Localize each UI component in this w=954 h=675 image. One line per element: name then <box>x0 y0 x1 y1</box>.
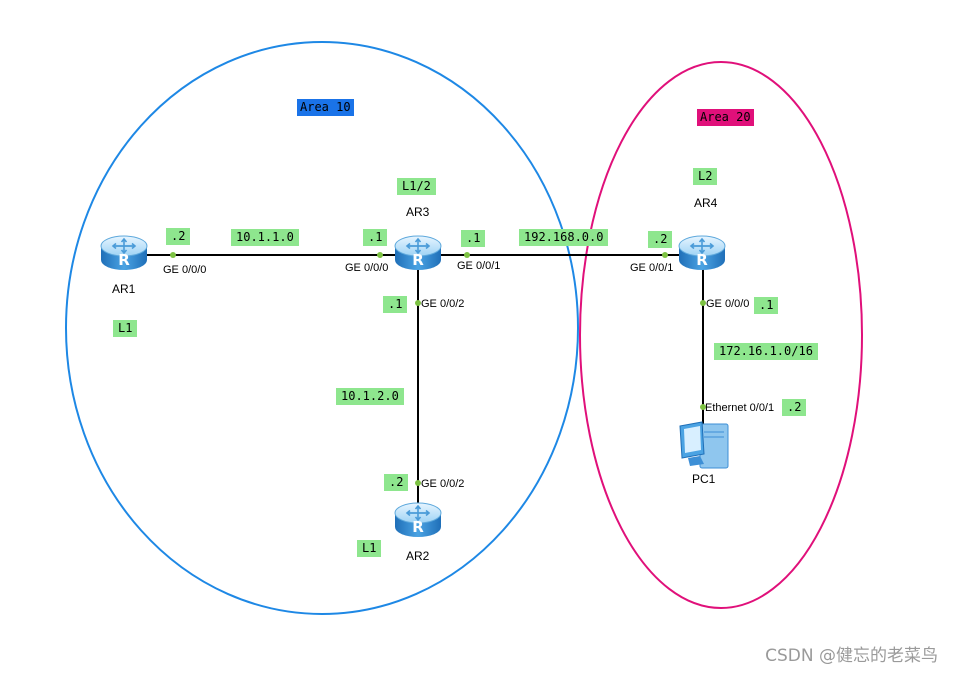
network-label-10-1-1-0: 10.1.1.0 <box>231 229 299 246</box>
interface-ar4-ge000: GE 0/0/0 <box>706 298 750 310</box>
interface-ar2-ge002: GE 0/0/2 <box>421 478 465 490</box>
interface-ar3-ge000: GE 0/0/0 <box>345 262 389 274</box>
interface-ar3-ge001: GE 0/0/1 <box>457 260 501 272</box>
interface-ar3-ge002: GE 0/0/2 <box>421 298 465 310</box>
level-ar3: L1/2 <box>397 178 436 195</box>
host-pc1-eth001: .2 <box>782 399 807 416</box>
area-10-label: Area 10 <box>297 99 354 116</box>
router-ar2-icon[interactable] <box>394 502 442 538</box>
router-ar1-icon[interactable] <box>100 235 148 271</box>
router-ar4-icon[interactable] <box>678 235 726 271</box>
host-ar3-ge002: .1 <box>383 296 408 313</box>
level-ar1: L1 <box>113 320 138 337</box>
port-dot-pc1-eth001 <box>700 404 706 410</box>
network-label-10-1-2-0: 10.1.2.0 <box>336 388 404 405</box>
device-name-ar4: AR4 <box>694 196 718 210</box>
host-ar4-ge000: .1 <box>754 297 779 314</box>
network-label-192-168-0-0: 192.168.0.0 <box>519 229 609 246</box>
host-ar4-ge001: .2 <box>648 231 673 248</box>
device-name-pc1: PC1 <box>692 472 716 486</box>
host-ar2-ge002: .2 <box>384 474 409 491</box>
pc-icon[interactable] <box>679 421 729 469</box>
area-20-boundary <box>579 61 863 609</box>
area-20-label: Area 20 <box>697 109 754 126</box>
level-ar4: L2 <box>693 168 718 185</box>
port-dot-ar1-ge000 <box>170 252 176 258</box>
device-name-ar1: AR1 <box>112 282 136 296</box>
interface-pc1-eth001: Ethernet 0/0/1 <box>705 402 775 414</box>
port-dot-ar2-ge002 <box>415 480 421 486</box>
device-name-ar2: AR2 <box>406 549 430 563</box>
watermark: CSDN @健忘的老菜鸟 <box>765 646 938 666</box>
interface-ar4-ge001: GE 0/0/1 <box>630 262 674 274</box>
router-ar3-icon[interactable] <box>394 235 442 271</box>
host-ar3-ge000: .1 <box>363 229 388 246</box>
port-dot-ar3-ge001 <box>464 252 470 258</box>
device-name-ar3: AR3 <box>406 205 430 219</box>
interface-ar1-ge000: GE 0/0/0 <box>163 264 207 276</box>
port-dot-ar3-ge002 <box>415 300 421 306</box>
host-ar1-ge000: .2 <box>166 228 191 245</box>
port-dot-ar4-ge000 <box>700 300 706 306</box>
port-dot-ar4-ge001 <box>662 252 668 258</box>
port-dot-ar3-ge000 <box>377 252 383 258</box>
host-ar3-ge001: .1 <box>461 230 486 247</box>
area-10-boundary <box>65 41 579 615</box>
level-ar2: L1 <box>357 540 382 557</box>
network-label-172-16-1-0: 172.16.1.0/16 <box>714 343 818 360</box>
